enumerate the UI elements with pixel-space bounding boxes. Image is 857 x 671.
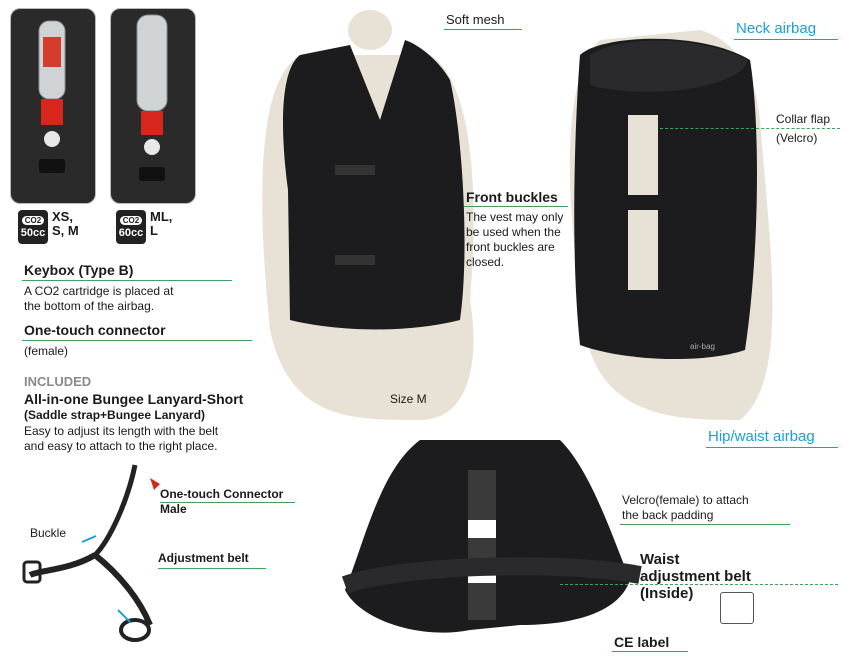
front-buckles-description: The vest may only be used when the front… xyxy=(466,210,563,270)
size-label: Size M xyxy=(390,392,427,406)
desc-line: and easy to attach to the right place. xyxy=(24,439,218,453)
keybox-description: A CO2 cartridge is placed at the bottom … xyxy=(24,284,173,314)
vest-print: air-bag xyxy=(690,342,715,351)
neck-airbag-label: Neck airbag xyxy=(736,20,817,37)
desc-line: The vest may only xyxy=(466,210,564,224)
keybox-leader-line xyxy=(22,280,232,281)
adjustment-belt-label: Adjustment belt xyxy=(158,551,249,565)
cc-label: 60cc xyxy=(118,226,144,239)
sizes-line: ML, xyxy=(150,209,173,224)
label-line: (Inside) xyxy=(640,585,694,602)
label-line: Male xyxy=(160,502,187,516)
cartridge-photo-60cc xyxy=(110,8,196,204)
connector-title: One-touch connector xyxy=(24,322,166,338)
ce-label-line xyxy=(612,651,688,652)
soft-mesh-label: Soft mesh xyxy=(446,12,505,27)
adjustment-belt-line xyxy=(158,568,266,569)
included-subtitle: (Saddle strap+Bungee Lanyard) xyxy=(24,408,206,422)
waist-belt-line xyxy=(560,584,838,586)
cartridge-badge-60cc: CO2 60cc ML, L xyxy=(116,210,172,244)
collar-flap-line xyxy=(660,128,840,130)
front-buckles-title: Front buckles xyxy=(466,189,558,205)
cartridge-60cc-illustration xyxy=(111,9,195,203)
co2-cartridge-icon: CO2 60cc xyxy=(116,210,146,244)
inside-diagram-icon xyxy=(720,592,754,624)
label-line: (Velcro) xyxy=(776,131,818,145)
cartridge-50cc-illustration xyxy=(11,9,95,203)
co2-label: CO2 xyxy=(119,215,143,225)
label-line: adjustment belt xyxy=(640,568,751,585)
cc-label: 50cc xyxy=(20,226,46,239)
desc-line: Easy to adjust its length with the belt xyxy=(24,424,219,438)
cartridge-sizes: XS, S, M xyxy=(52,210,79,238)
collar-flap-label: Collar flap (Velcro) xyxy=(776,112,830,146)
waist-belt-label: Waist adjustment belt (Inside) xyxy=(640,551,751,602)
velcro-label: Velcro(female) to attach the back paddin… xyxy=(622,493,749,523)
desc-line: front buckles are xyxy=(466,240,555,254)
sizes-line: XS, xyxy=(52,209,73,224)
label-line: Collar flap xyxy=(776,112,831,126)
buckle-label: Buckle xyxy=(30,526,67,540)
desc-line: be used when the xyxy=(466,225,561,239)
keybox-title: Keybox (Type B) xyxy=(24,262,134,278)
cartridge-badge-50cc: CO2 50cc XS, S, M xyxy=(18,210,79,244)
co2-cartridge-icon: CO2 50cc xyxy=(18,210,48,244)
hip-airbag-line xyxy=(706,447,838,448)
connector-leader-line xyxy=(22,340,252,341)
hip-airbag-label: Hip/waist airbag xyxy=(708,428,815,445)
lanyard-connector-label: One-touch Connector Male xyxy=(160,487,283,517)
label-line: Waist xyxy=(640,551,680,568)
connector-subtitle: (female) xyxy=(24,344,69,358)
desc-line: the bottom of the airbag. xyxy=(24,299,155,313)
desc-line: A CO2 cartridge is placed at xyxy=(24,284,174,298)
sizes-line: L xyxy=(150,223,158,238)
front-buckles-line xyxy=(464,206,568,207)
desc-line: closed. xyxy=(466,255,505,269)
lanyard-connector-line xyxy=(160,502,295,503)
cartridge-photo-50cc xyxy=(10,8,96,204)
sizes-line: S, M xyxy=(52,223,79,238)
co2-label: CO2 xyxy=(21,215,45,225)
neck-airbag-line xyxy=(734,39,838,40)
soft-mesh-line xyxy=(444,29,522,30)
included-title: All-in-one Bungee Lanyard-Short xyxy=(24,391,244,407)
velcro-line xyxy=(620,524,790,525)
included-heading: INCLUDED xyxy=(24,374,92,389)
label-line: One-touch Connector xyxy=(160,487,284,501)
label-line: the back padding xyxy=(622,508,714,522)
ce-label: CE label xyxy=(614,634,670,650)
included-description: Easy to adjust its length with the belt … xyxy=(24,424,218,454)
cartridge-sizes: ML, L xyxy=(150,210,172,238)
label-line: Velcro(female) to attach xyxy=(622,493,749,507)
